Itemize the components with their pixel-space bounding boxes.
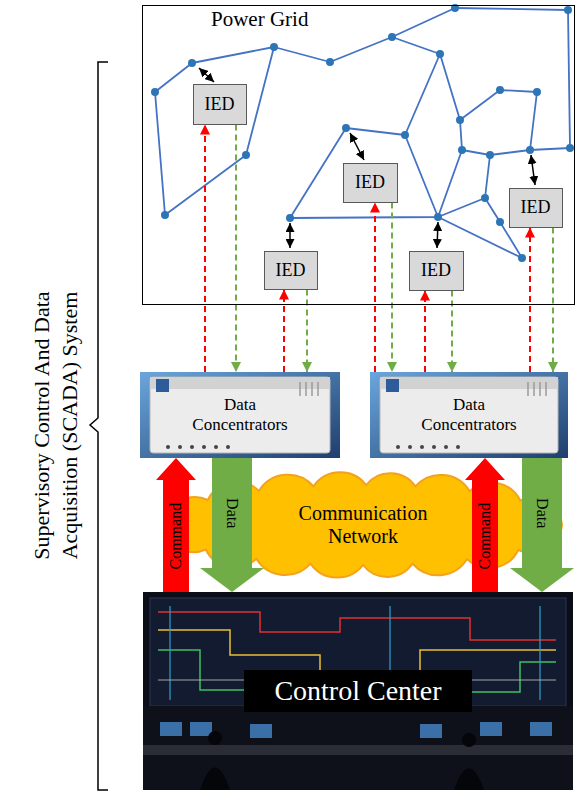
device-vents	[528, 382, 546, 396]
network-cloud: Communication Network	[148, 468, 578, 582]
system-label: Supervisory Control And Data Acquisition…	[28, 260, 83, 590]
arrow-label: Command	[476, 503, 494, 570]
device-logo	[386, 379, 399, 392]
ied-grid-link	[289, 223, 291, 248]
control-center: Control Center	[143, 592, 573, 790]
device-logo	[156, 379, 169, 392]
data-concentrator: Data Concentrators	[370, 372, 568, 458]
display-lines	[158, 612, 556, 640]
dashed-link	[374, 203, 376, 373]
dashed-link	[235, 125, 237, 373]
dashed-link	[424, 291, 426, 373]
room-floor	[143, 706, 573, 790]
dashed-link	[204, 125, 206, 373]
dashed-link	[529, 228, 531, 373]
display-lines	[158, 630, 556, 672]
device-frame	[140, 372, 340, 458]
ied-box: IED	[343, 163, 398, 203]
grid-lines	[155, 8, 570, 258]
arrow-label: Command	[167, 503, 185, 570]
ied-box: IED	[193, 84, 247, 125]
dashed-link	[391, 203, 393, 373]
dashed-link	[552, 228, 554, 373]
ied-label: IED	[521, 197, 551, 218]
device-label: Data Concentrators	[409, 395, 529, 434]
device-leds	[166, 445, 230, 449]
ied-label: IED	[205, 94, 235, 115]
ied-grid-link	[531, 155, 535, 185]
dashed-link	[451, 291, 453, 373]
center-label: Control Center	[244, 670, 471, 712]
dashed-link	[283, 290, 285, 373]
ied-grid-link	[437, 222, 438, 248]
network-label: Communication Network	[281, 502, 446, 548]
grid-region: Power GridIED IED IED IED IED	[142, 5, 575, 305]
ied-label: IED	[355, 172, 385, 193]
ied-label: IED	[276, 260, 306, 281]
arrow-label: Data	[533, 498, 551, 528]
data-concentrator: Data Concentrators	[140, 372, 340, 458]
device-frame	[370, 372, 568, 458]
device-leds	[396, 445, 460, 449]
ied-box: IED	[509, 188, 563, 228]
ied-label: IED	[421, 260, 451, 281]
grid-buses	[151, 4, 574, 262]
device-body	[150, 377, 330, 453]
control-room	[143, 592, 573, 790]
ied-box: IED	[264, 251, 318, 290]
operators	[200, 731, 484, 790]
device-strip	[380, 377, 558, 389]
ied-grid-link	[199, 68, 214, 82]
device-strip	[150, 377, 330, 389]
device-vents	[300, 382, 318, 396]
region-title: Power Grid	[211, 7, 308, 31]
ied-grid-link	[350, 133, 364, 160]
desk	[143, 745, 573, 755]
dashed-link	[306, 290, 308, 373]
ied-box: IED	[409, 251, 464, 291]
device-body	[380, 377, 558, 453]
arrow-label: Data	[223, 498, 241, 528]
device-label: Data Concentrators	[180, 395, 300, 434]
scada-bracket	[90, 62, 108, 790]
cloud-outline	[164, 472, 562, 577]
